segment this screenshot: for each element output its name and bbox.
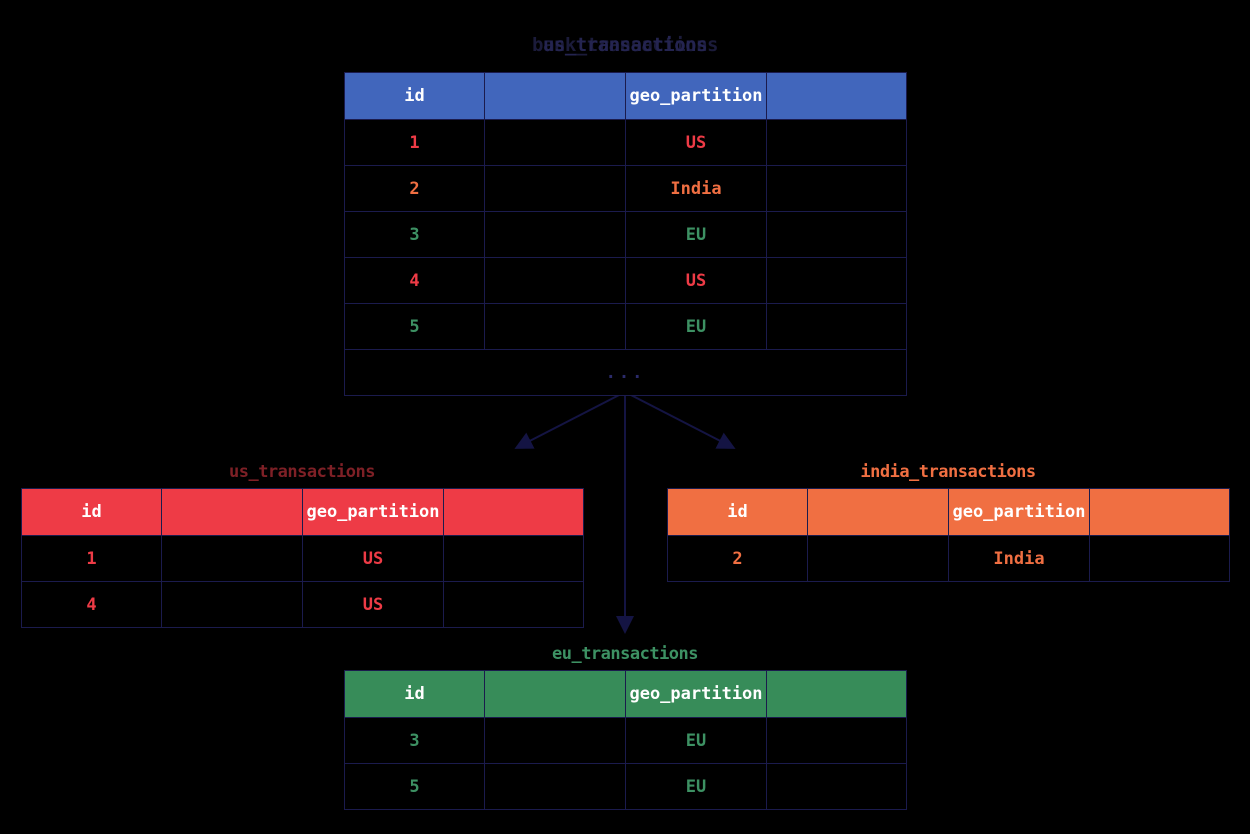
cell-geo-partition: EU bbox=[625, 211, 767, 258]
cell-id: 4 bbox=[344, 257, 485, 304]
cell-blank-2 bbox=[766, 717, 907, 764]
column-header-blank-2 bbox=[766, 670, 907, 718]
cell-blank-2 bbox=[766, 211, 907, 258]
table-row: 3 EU bbox=[344, 211, 907, 258]
table-row: 2 India bbox=[667, 535, 1230, 582]
eu-table-wrap: id geo_partition 3 EU 5 bbox=[344, 670, 907, 810]
cell-geo-partition: India bbox=[948, 535, 1090, 582]
india-partition-table: id geo_partition 2 India bbox=[667, 488, 1230, 582]
eu-partition-table: id geo_partition 3 EU 5 bbox=[344, 670, 907, 810]
cell-id: 1 bbox=[344, 119, 485, 166]
cell-geo-partition: EU bbox=[625, 717, 767, 764]
cell-blank-1 bbox=[484, 717, 626, 764]
table-row: 3 EU bbox=[344, 717, 907, 764]
cell-id: 2 bbox=[667, 535, 808, 582]
cell-blank-1 bbox=[807, 535, 949, 582]
source-table-wrap: id geo_partition 1 US 2 bbox=[344, 72, 907, 396]
overflow-ellipsis: ... bbox=[344, 349, 907, 396]
cell-blank-2 bbox=[766, 257, 907, 304]
cell-blank-1 bbox=[484, 257, 626, 304]
cell-geo-partition: US bbox=[302, 535, 444, 582]
cell-blank-1 bbox=[484, 119, 626, 166]
table-row: 4 US bbox=[344, 257, 907, 304]
arrow-to-india-table bbox=[624, 391, 736, 449]
column-header-blank-1 bbox=[807, 488, 949, 536]
column-header-id: id bbox=[667, 488, 808, 536]
cell-geo-partition: EU bbox=[625, 763, 767, 810]
cell-blank-2 bbox=[443, 535, 584, 582]
cell-geo-partition: US bbox=[625, 257, 767, 304]
cell-id: 5 bbox=[344, 763, 485, 810]
column-header-id: id bbox=[344, 670, 485, 718]
india-table-title: india_transactions bbox=[860, 462, 1036, 482]
arrow-to-us-table bbox=[514, 391, 626, 449]
cell-blank-2 bbox=[766, 303, 907, 350]
column-header-blank-2 bbox=[443, 488, 584, 536]
india-table-wrap: id geo_partition 2 India bbox=[667, 488, 1230, 582]
source-table: id geo_partition 1 US 2 bbox=[344, 72, 907, 396]
column-header-blank-1 bbox=[484, 72, 626, 120]
cell-blank-2 bbox=[1089, 535, 1230, 582]
cell-blank-1 bbox=[484, 303, 626, 350]
us-partition-table: id geo_partition 1 US 4 bbox=[21, 488, 584, 628]
cell-id: 3 bbox=[344, 717, 485, 764]
table-header-row: id geo_partition bbox=[344, 72, 907, 120]
table-overflow-row: ... bbox=[344, 349, 907, 396]
cell-blank-2 bbox=[766, 119, 907, 166]
column-header-blank-2 bbox=[766, 72, 907, 120]
column-header-blank-1 bbox=[484, 670, 626, 718]
cell-blank-2 bbox=[766, 763, 907, 810]
cell-id: 3 bbox=[344, 211, 485, 258]
table-row: 5 EU bbox=[344, 763, 907, 810]
column-header-geo-partition: geo_partition bbox=[948, 488, 1090, 536]
column-header-geo-partition: geo_partition bbox=[302, 488, 444, 536]
source-table-title: bank_transactions bbox=[532, 34, 718, 56]
us-table-title: us_transactions bbox=[228, 462, 376, 482]
column-header-id: id bbox=[21, 488, 162, 536]
column-header-geo-partition: geo_partition bbox=[625, 670, 767, 718]
source-table-title-overlay: us_transactions bbox=[542, 34, 708, 56]
cell-geo-partition: US bbox=[302, 581, 444, 628]
table-header-row: id geo_partition bbox=[344, 670, 907, 718]
table-row: 5 EU bbox=[344, 303, 907, 350]
cell-blank-1 bbox=[484, 211, 626, 258]
cell-id: 5 bbox=[344, 303, 485, 350]
column-header-blank-1 bbox=[161, 488, 303, 536]
cell-blank-1 bbox=[484, 763, 626, 810]
cell-id: 2 bbox=[344, 165, 485, 212]
cell-geo-partition: EU bbox=[625, 303, 767, 350]
table-row: 1 US bbox=[344, 119, 907, 166]
cell-blank-1 bbox=[161, 581, 303, 628]
table-row: 4 US bbox=[21, 581, 584, 628]
eu-table-title: eu_transactions bbox=[551, 644, 699, 664]
column-header-id: id bbox=[344, 72, 485, 120]
cell-blank-1 bbox=[484, 165, 626, 212]
column-header-blank-2 bbox=[1089, 488, 1230, 536]
table-header-row: id geo_partition bbox=[667, 488, 1230, 536]
table-header-row: id geo_partition bbox=[21, 488, 584, 536]
cell-blank-2 bbox=[766, 165, 907, 212]
cell-geo-partition: US bbox=[625, 119, 767, 166]
cell-geo-partition: India bbox=[625, 165, 767, 212]
cell-blank-2 bbox=[443, 581, 584, 628]
cell-blank-1 bbox=[161, 535, 303, 582]
column-header-geo-partition: geo_partition bbox=[625, 72, 767, 120]
cell-id: 1 bbox=[21, 535, 162, 582]
us-table-wrap: id geo_partition 1 US 4 bbox=[21, 488, 584, 628]
cell-id: 4 bbox=[21, 581, 162, 628]
table-row: 2 India bbox=[344, 165, 907, 212]
table-row: 1 US bbox=[21, 535, 584, 582]
